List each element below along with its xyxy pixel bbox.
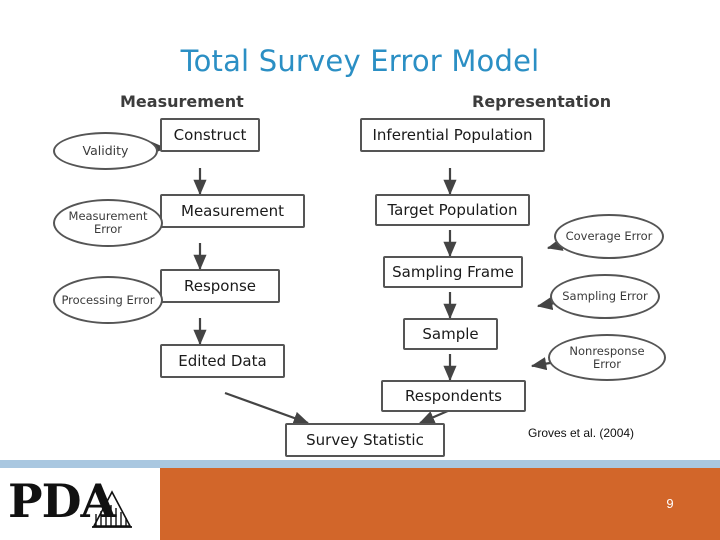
pda-logo: PDA bbox=[8, 478, 158, 534]
box-sampling-frame: Sampling Frame bbox=[383, 256, 523, 288]
ellipse-coverage-error: Coverage Error bbox=[554, 214, 664, 259]
column-heading-representation: Representation bbox=[472, 92, 612, 111]
page-title: Total Survey Error Model bbox=[180, 44, 540, 78]
box-sample: Sample bbox=[403, 318, 498, 350]
box-response: Response bbox=[160, 269, 280, 303]
box-construct: Construct bbox=[160, 118, 260, 152]
ellipse-processing-error: Processing Error bbox=[53, 276, 163, 324]
source-credit: Groves et al. (2004) bbox=[528, 426, 635, 440]
box-survey-statistic: Survey Statistic bbox=[285, 423, 445, 457]
box-measurement: Measurement bbox=[160, 194, 305, 228]
box-respondents: Respondents bbox=[381, 380, 526, 412]
ellipse-sampling-error: Sampling Error bbox=[550, 274, 660, 319]
footer-logo-area bbox=[0, 468, 160, 540]
box-inferential-population: Inferential Population bbox=[360, 118, 545, 152]
footer-rule bbox=[0, 460, 720, 468]
page-number: 9 bbox=[666, 496, 674, 511]
ellipse-validity: Validity bbox=[53, 132, 158, 170]
ellipse-nonresponse-error: Nonresponse Error bbox=[548, 334, 666, 381]
total-survey-error-diagram: Measurement Representation Construct Mea… bbox=[20, 88, 700, 458]
logo-text: PDA bbox=[8, 474, 116, 528]
box-edited-data: Edited Data bbox=[160, 344, 285, 378]
ellipse-measurement-error: Measurement Error bbox=[53, 199, 163, 247]
box-target-population: Target Population bbox=[375, 194, 530, 226]
logo-graphic-icon bbox=[92, 490, 132, 528]
column-heading-measurement: Measurement bbox=[120, 92, 244, 111]
